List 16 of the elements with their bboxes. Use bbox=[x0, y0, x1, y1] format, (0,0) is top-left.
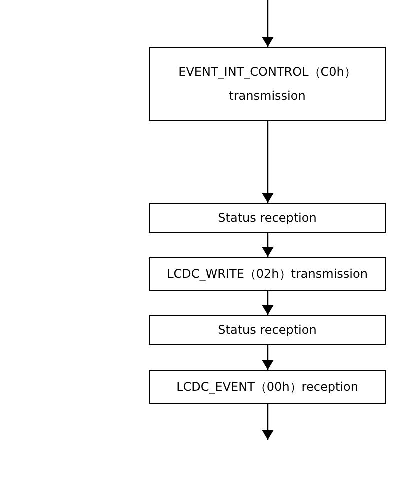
step-label: LCDC_WRITE（02h）transmission bbox=[167, 266, 368, 283]
arrow bbox=[262, 345, 274, 370]
process-box bbox=[149, 370, 386, 404]
process-box bbox=[149, 47, 386, 121]
step-label: LCDC_EVENT（00h）reception bbox=[176, 379, 358, 396]
arrow bbox=[262, 291, 274, 315]
arrow bbox=[262, 121, 274, 203]
process-box bbox=[149, 257, 386, 291]
arrow bbox=[262, 0, 274, 47]
step-label: EVENT_INT_CONTROL（C0h） transmission bbox=[178, 64, 358, 105]
arrow bbox=[262, 233, 274, 257]
step-label: Status reception bbox=[218, 322, 317, 339]
step-label: Status reception bbox=[218, 210, 317, 227]
process-box bbox=[149, 315, 386, 345]
arrow bbox=[262, 404, 274, 440]
process-box bbox=[149, 203, 386, 233]
